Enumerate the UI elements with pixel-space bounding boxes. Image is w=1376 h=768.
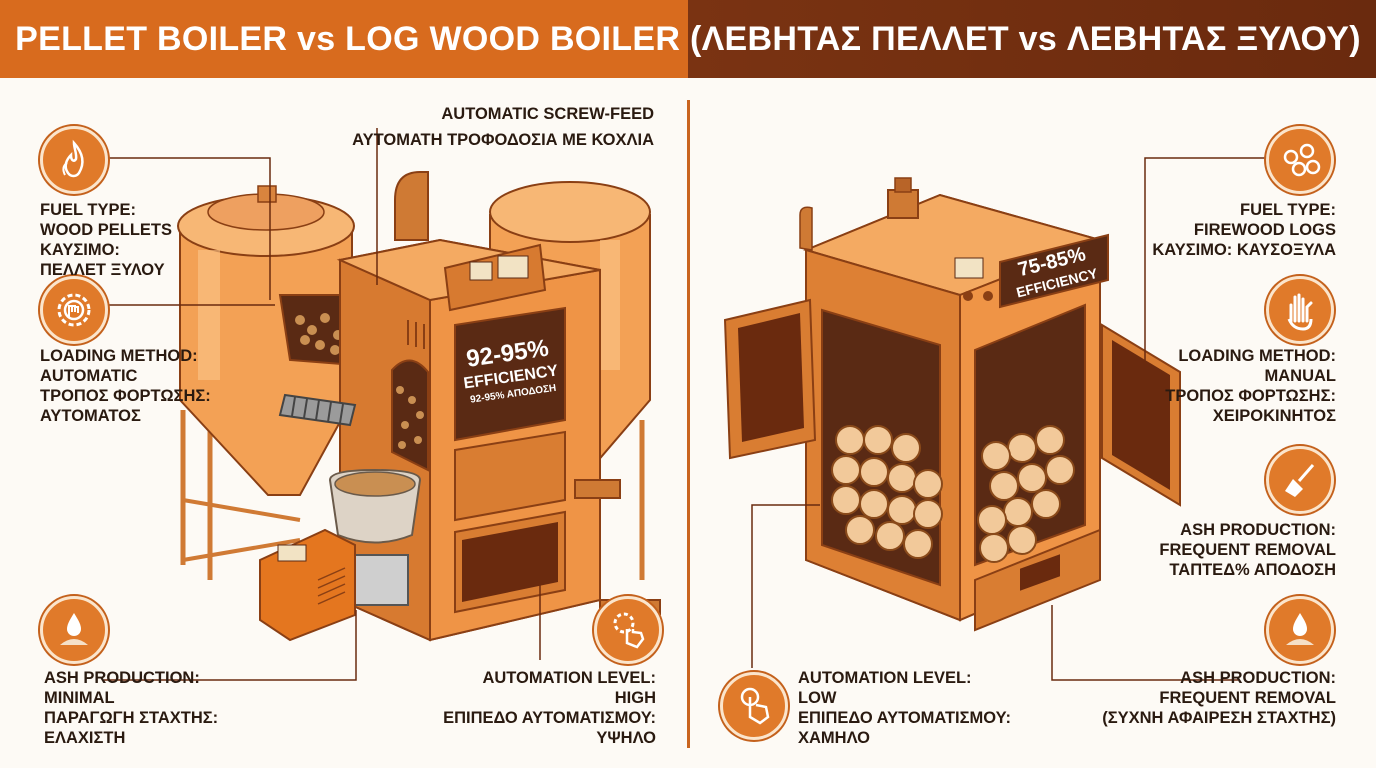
log-automation-line4: ΧΑΜΗΛΟ [798, 729, 870, 747]
hand-icon [1266, 276, 1334, 344]
pellet-fuel-label: FUEL TYPE: WOOD PELLETS ΚΑΥΣΙΜΟ: ΠΕΛΛΕΤ … [40, 200, 172, 280]
pellet-loading-line1: LOADING METHOD: [40, 347, 198, 365]
title-banner: PELLET BOILER vs LOG WOOD BOILER (ΛΕΒΗΤΑ… [0, 0, 1376, 78]
log-loading-line3: ΤΡΟΠΟΣ ΦΟΡΤΩΣΗΣ: [1165, 387, 1336, 405]
log-fuel-line1: FUEL TYPE: [1240, 201, 1336, 219]
pellet-boiler-illustration [177, 171, 661, 642]
log-ash-label: ASH PRODUCTION: FREQUENT REMOVAL (ΣΥΧΝΗ … [1102, 668, 1336, 728]
touch-hand-icon [720, 672, 788, 740]
pellet-screw-feed-label: AUTOMATIC SCREW-FEED ΑΥΤΟΜΑΤΗ ΤΡΟΦΟΔΟΣΙΑ… [352, 104, 654, 150]
log-loading-line4: ΧΕΙΡΟΚΙΝΗΤΟΣ [1212, 407, 1336, 425]
ash-drop-icon [40, 596, 108, 664]
pellet-automation-line4: ΥΨΗΛΟ [596, 729, 656, 747]
pellet-automation-line2: HIGH [614, 689, 656, 707]
touch-gear-icon [594, 596, 662, 664]
pellet-screw-line1: AUTOMATIC SCREW-FEED [441, 105, 654, 123]
firewood-logs-left [831, 425, 943, 559]
log-ash-line3: (ΣΥΧΝΗ ΑΦΑΙΡΕΣΗ ΣΤΑΧΤΗΣ) [1102, 709, 1336, 727]
log-automation-line1: AUTOMATION LEVEL: [798, 669, 972, 687]
log-ash-mid-line3: ΤΑΠΤΕΔ% ΑΠΟΔΟΣΗ [1169, 561, 1336, 579]
center-divider [687, 100, 690, 748]
log-fuel-line2: FIREWOOD LOGS [1193, 221, 1336, 239]
pellet-screw-line2: ΑΥΤΟΜΑΤΗ ΤΡΟΦΟΔΟΣΙΑ ΜΕ ΚΟΧΛΙΑ [352, 131, 654, 149]
log-loading-line1: LOADING METHOD: [1178, 347, 1336, 365]
pellet-loading-line4: ΑΥΤΟΜΑΤΟΣ [40, 407, 141, 425]
log-loading-label: LOADING METHOD: MANUAL ΤΡΟΠΟΣ ΦΟΡΤΩΣΗΣ: … [1165, 346, 1336, 426]
pellet-fuel-line2: WOOD PELLETS [40, 221, 172, 239]
gear-hand-icon [40, 276, 108, 344]
pellet-ash-line4: ΕΛΑΧΙΣΤΗ [44, 729, 126, 747]
flame-leaf-icon [40, 126, 108, 194]
log-loading-line2: MANUAL [1264, 367, 1337, 385]
log-ash-line2: FREQUENT REMOVAL [1159, 689, 1336, 707]
log-boiler-illustration [723, 177, 1181, 632]
log-automation-line3: ΕΠΙΠΕΔΟ ΑΥΤΟΜΑΤΙΣΜΟΥ: [798, 709, 1011, 727]
pellet-fuel-line3: ΚΑΥΣΙΜΟ: [40, 241, 120, 259]
left-pellet-silo [177, 185, 356, 580]
log-automation-label: AUTOMATION LEVEL: LOW ΕΠΙΠΕΔΟ ΑΥΤΟΜΑΤΙΣΜ… [798, 668, 1011, 748]
pellet-ash-line3: ΠΑΡΑΓΩΓΗ ΣΤΑΧΤΗΣ: [44, 709, 219, 727]
log-ash-mid-label: ASH PRODUCTION: FREQUENT REMOVAL ΤΑΠΤΕΔ%… [1159, 520, 1336, 580]
pellet-automation-line1: AUTOMATION LEVEL: [482, 669, 656, 687]
pellet-loading-line3: ΤΡΟΠΟΣ ΦΟΡΤΩΣΗΣ: [40, 387, 211, 405]
logs-icon [1266, 126, 1334, 194]
log-fuel-line3: ΚΑΥΣΙΜΟ: ΚΑΥΣΟΞΥΛΑ [1152, 241, 1336, 259]
log-ash-line1: ASH PRODUCTION: [1180, 669, 1336, 687]
pellet-ash-line2: MINIMAL [44, 689, 115, 707]
log-fuel-label: FUEL TYPE: FIREWOOD LOGS ΚΑΥΣΙΜΟ: ΚΑΥΣΟΞ… [1152, 200, 1336, 260]
pellet-boiler-body [336, 171, 601, 642]
pellet-automation-label: AUTOMATION LEVEL: HIGH ΕΠΙΠΕΔΟ ΑΥΤΟΜΑΤΙΣ… [443, 668, 656, 748]
pellet-fuel-line1: FUEL TYPE: [40, 201, 136, 219]
pellet-leader-lines [104, 128, 541, 681]
pellet-automation-line3: ΕΠΙΠΕΔΟ ΑΥΤΟΜΑΤΙΣΜΟΥ: [443, 709, 656, 727]
firewood-logs-right [977, 425, 1075, 563]
pellet-fuel-line4: ΠΕΛΛΕΤ ΞΥΛΟΥ [40, 261, 165, 279]
log-automation-line2: LOW [798, 689, 837, 707]
pellet-loading-line2: AUTOMATIC [40, 367, 138, 385]
broom-icon [1266, 446, 1334, 514]
pellet-burner-unit [259, 528, 356, 642]
page-title: PELLET BOILER vs LOG WOOD BOILER (ΛΕΒΗΤΑ… [15, 20, 1361, 58]
pellet-loading-label: LOADING METHOD: AUTOMATIC ΤΡΟΠΟΣ ΦΟΡΤΩΣΗ… [40, 346, 211, 426]
pellet-ash-label: ASH PRODUCTION: MINIMAL ΠΑΡΑΓΩΓΗ ΣΤΑΧΤΗΣ… [44, 668, 218, 748]
pellet-ash-line1: ASH PRODUCTION: [44, 669, 200, 687]
ash-drop-icon [1266, 596, 1334, 664]
log-ash-mid-line1: ASH PRODUCTION: [1180, 521, 1336, 539]
log-ash-mid-line2: FREQUENT REMOVAL [1159, 541, 1336, 559]
log-leader-lines [751, 157, 1265, 681]
